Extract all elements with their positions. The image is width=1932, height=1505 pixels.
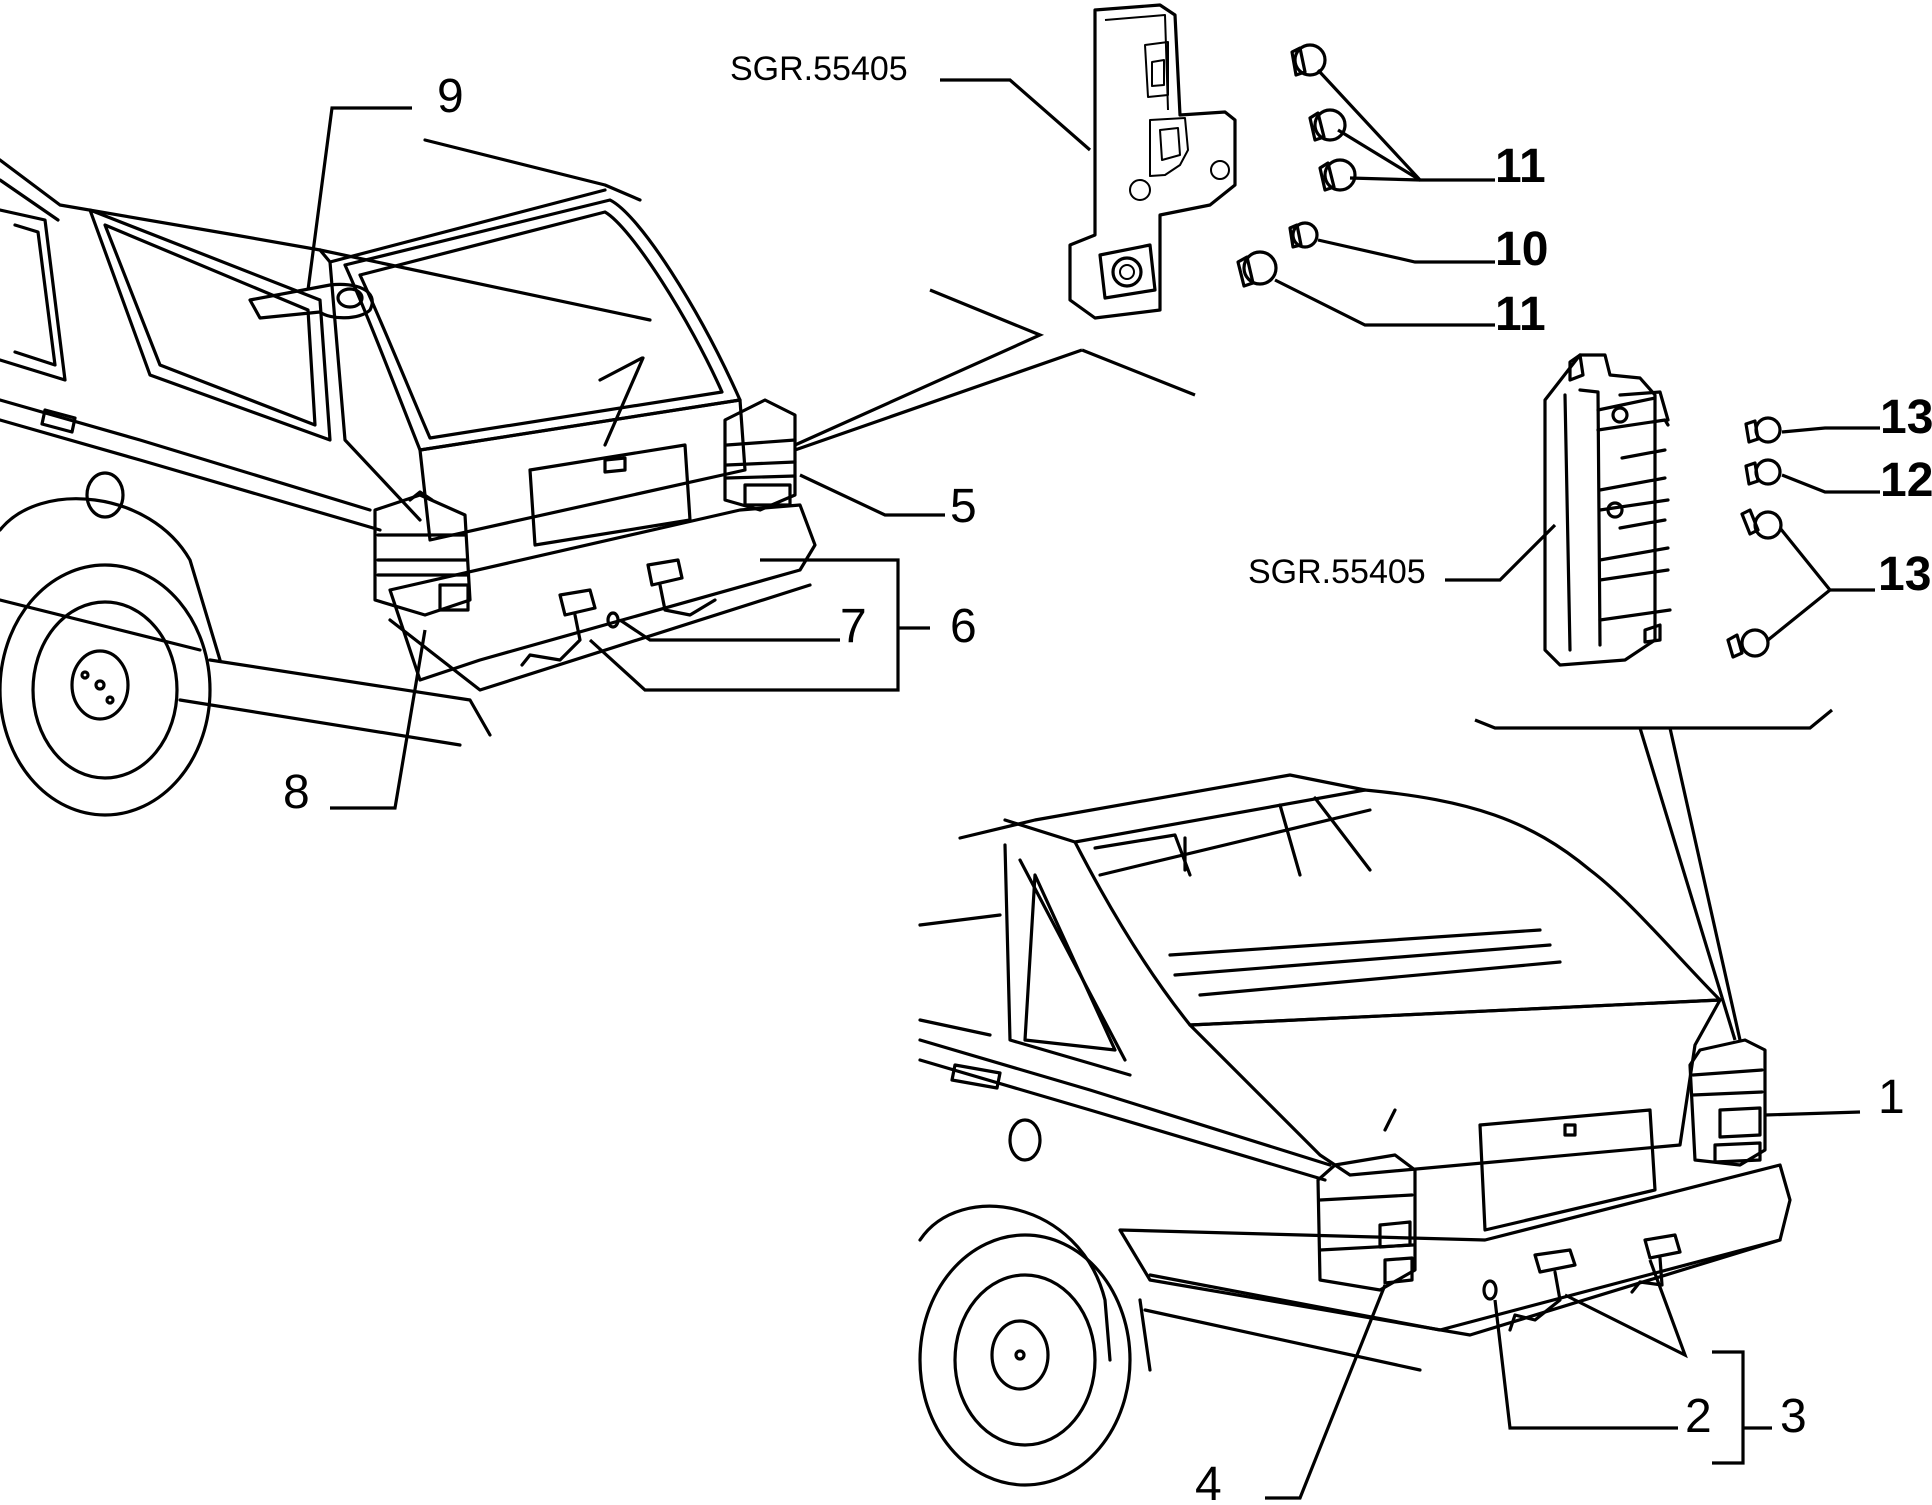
callout-8: 8 [283,766,310,819]
bulb-13-b [1740,508,1783,540]
part-code-middle: SGR.55405 [1248,553,1426,591]
leader-lines [306,68,1880,1500]
bulb-11-c [1318,158,1357,192]
callout-10: 10 [1495,223,1548,276]
callout-2: 2 [1685,1390,1712,1443]
callout-13-lower: 13 [1878,548,1931,601]
callout-4: 4 [1195,1458,1222,1505]
tail-light-reflector-drawing [1543,353,1672,667]
callout-11-upper: 11 [1495,140,1546,193]
callout-12: 12 [1880,454,1932,507]
station-wagon-drawing [0,138,817,817]
bulb-11-b [1308,108,1347,142]
callout-5: 5 [950,480,977,533]
bulb-13-c [1726,628,1770,659]
callout-3: 3 [1780,1390,1807,1443]
callout-9: 9 [437,70,464,123]
bulb-holder-upper-drawing [1068,3,1237,320]
callout-1: 1 [1878,1071,1905,1124]
bulb-12 [1744,458,1782,486]
bulb-11-d [1236,250,1278,288]
bulbs-upper-drawing [1236,43,1357,288]
callout-11-lower: 11 [1495,288,1546,341]
bulb-13-a [1744,416,1782,444]
bulbs-right-drawing [1726,416,1783,659]
bulb-11-a [1290,43,1327,77]
callout-6: 6 [950,600,977,653]
sedan-drawing [918,773,1792,1487]
callout-13-upper: 13 [1880,391,1932,444]
part-code-upper: SGR.55405 [730,50,908,88]
callout-7: 7 [840,600,867,653]
callout-labels: SGR.55405 SGR.55405 9 11 10 11 5 6 7 8 1… [283,50,1932,1505]
bulb-10 [1288,221,1319,249]
